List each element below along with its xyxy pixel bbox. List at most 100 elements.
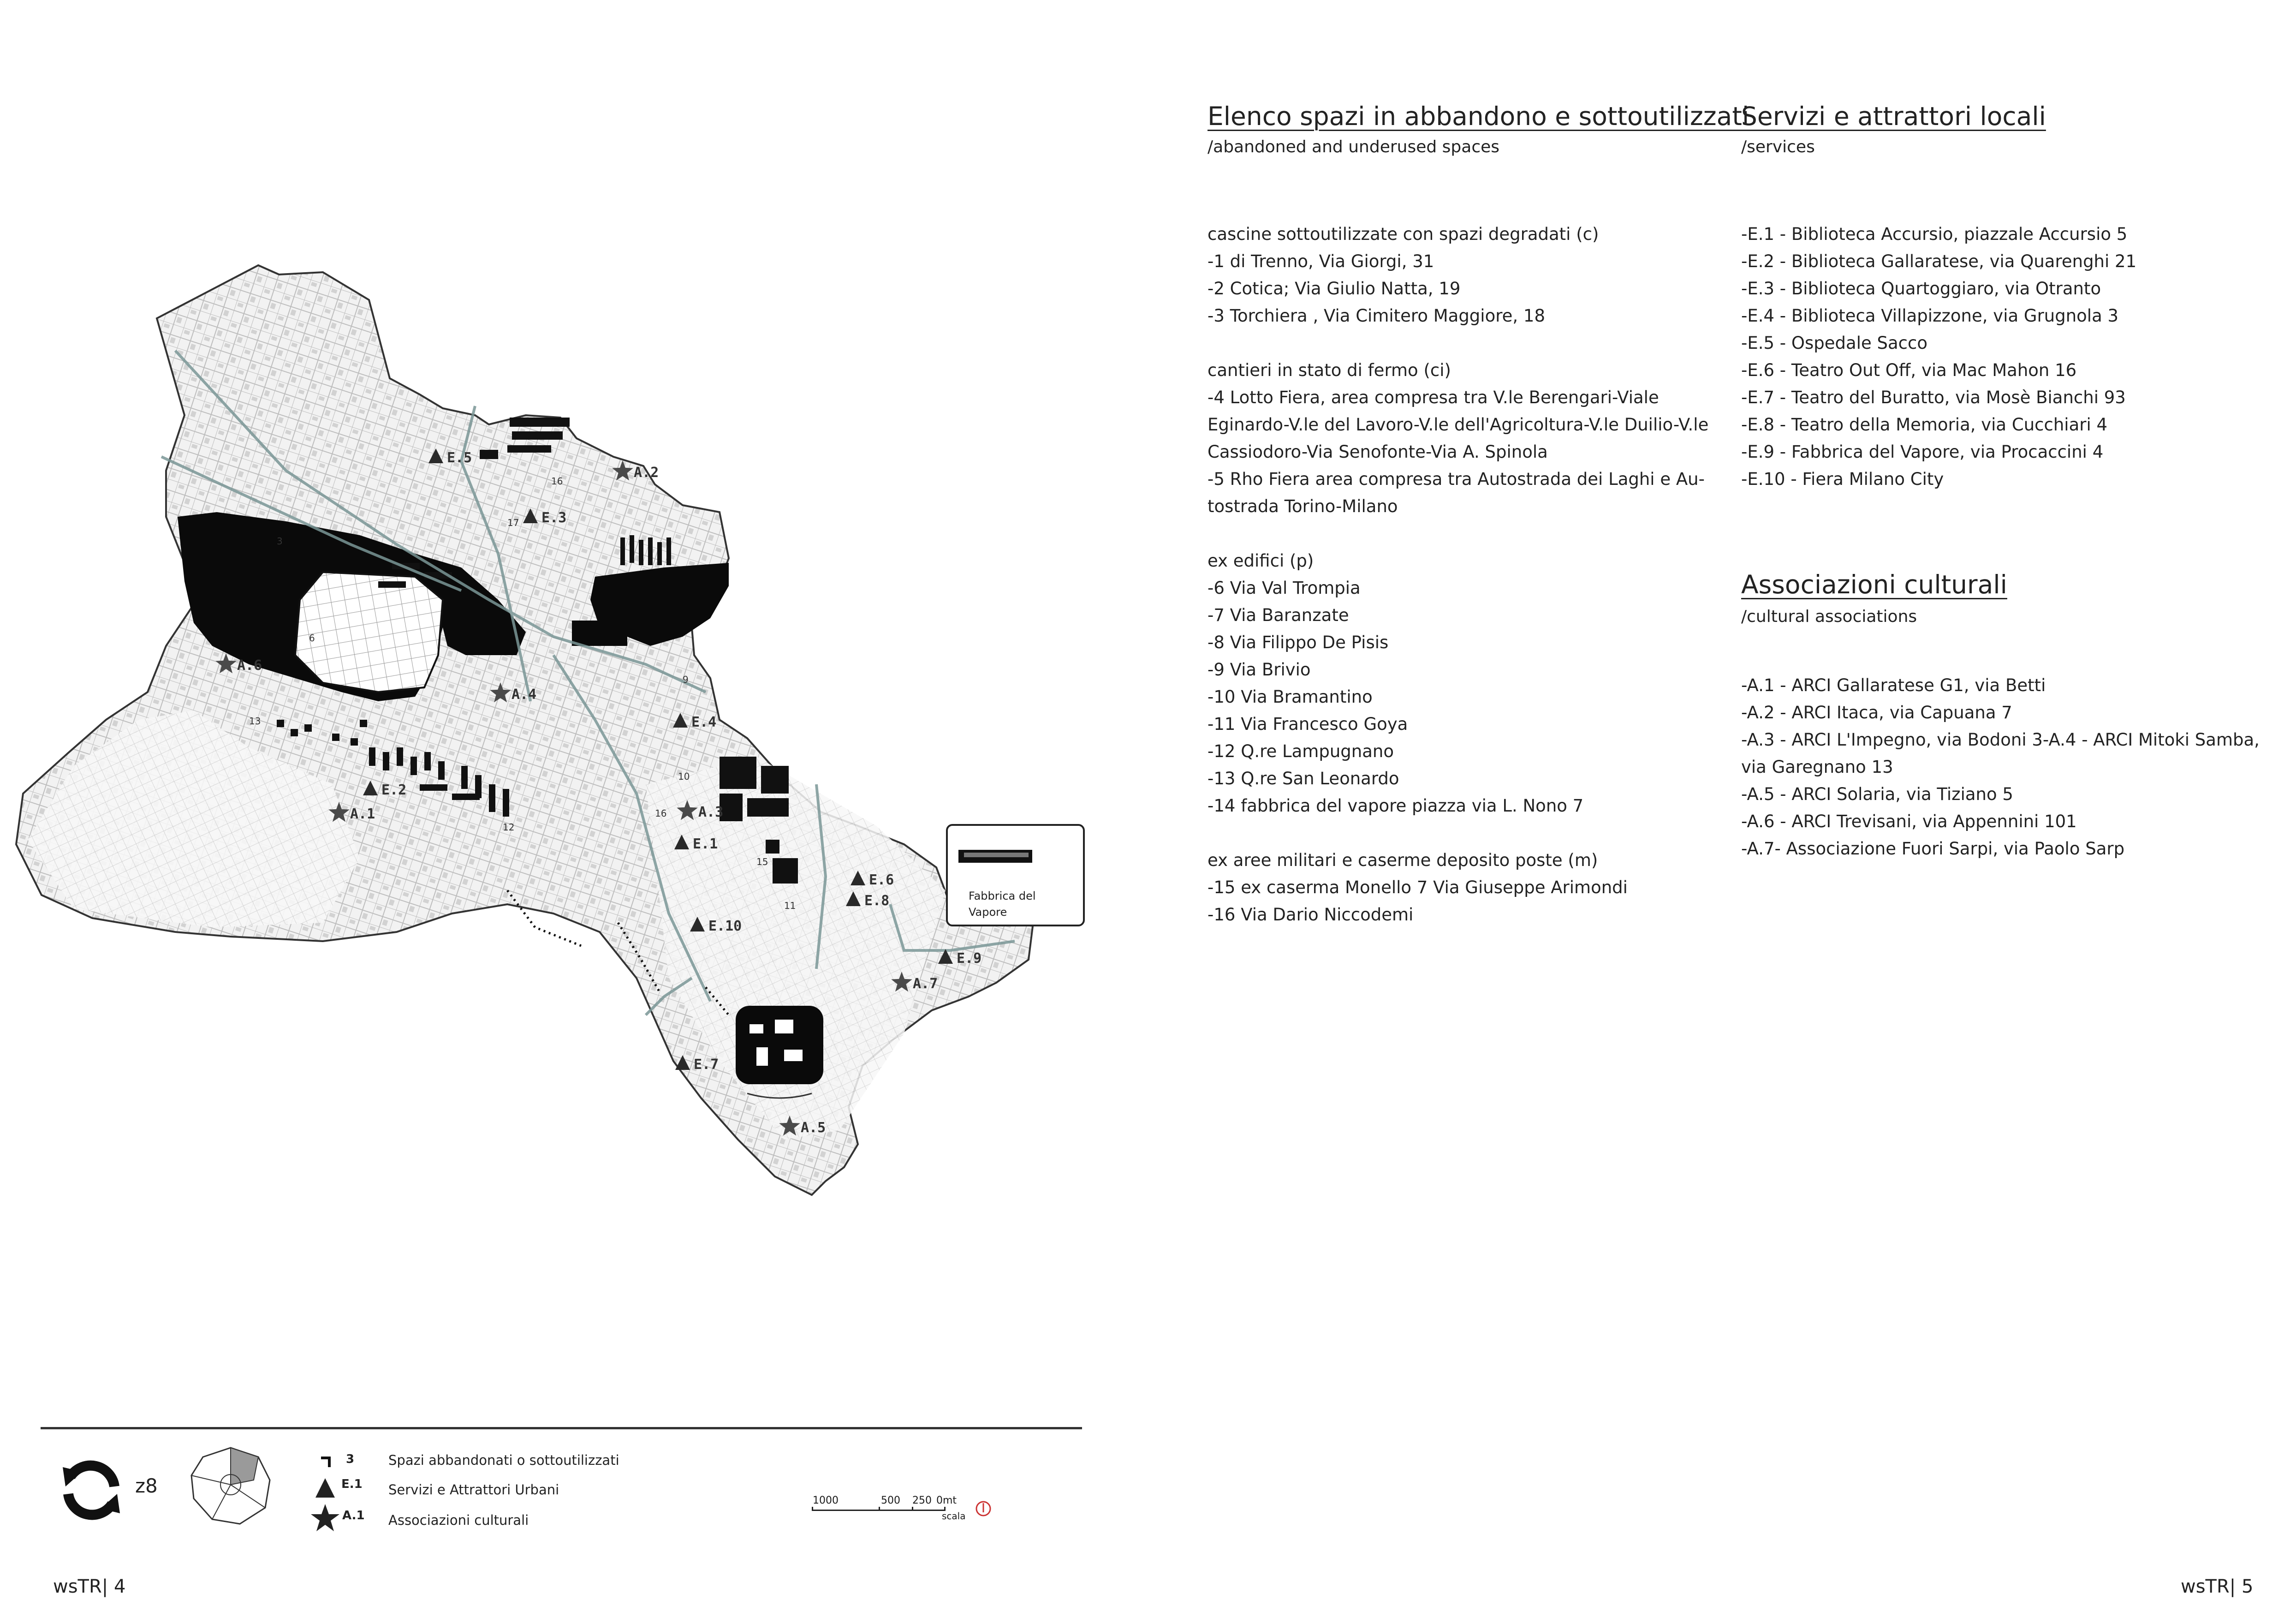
list-line: -8 Via Filippo De Pisis <box>1207 633 1389 652</box>
refresh-icon <box>63 1460 120 1520</box>
marker-label-e6: E.6 <box>869 872 894 888</box>
railway-lines <box>161 349 1015 1016</box>
svg-text:12: 12 <box>503 822 514 833</box>
marker-label-e10: E.10 <box>708 918 742 934</box>
service-marker-e6[interactable] <box>851 871 865 885</box>
scale-tick-250: 250 <box>912 1495 932 1506</box>
service-marker-e1[interactable] <box>674 835 689 849</box>
list-line: -E.2 - Biblioteca Gallaratese, via Quare… <box>1741 251 2137 271</box>
marker-label-e1: E.1 <box>693 836 718 852</box>
list-spacer <box>1207 520 1708 547</box>
svg-text:15: 15 <box>756 856 768 867</box>
list-line: -13 Q.re San Leonardo <box>1207 769 1399 788</box>
marker-label-a5: A.5 <box>801 1120 826 1136</box>
list-line: -6 Via Val Trompia <box>1207 578 1361 598</box>
service-marker-e8[interactable] <box>846 891 861 906</box>
svg-text:6: 6 <box>309 633 315 644</box>
service-marker-e4[interactable] <box>673 713 688 728</box>
list-line: -A.5 - ARCI Solaria, via Tiziano 5 <box>1741 784 2013 804</box>
list-line: -7 Via Baranzate <box>1207 605 1349 625</box>
association-marker-a1[interactable] <box>328 802 350 822</box>
legend-code-associations: A.1 <box>342 1509 365 1522</box>
marker-label-e9: E.9 <box>957 950 981 967</box>
list-line: cantieri in stato di fermo (ci) <box>1207 360 1451 380</box>
service-marker-e9[interactable] <box>938 949 953 964</box>
svg-text:11: 11 <box>784 900 796 911</box>
list-line: -E.5 - Ospedale Sacco <box>1741 333 1928 353</box>
svg-text:3: 3 <box>277 536 283 547</box>
association-marker-a7[interactable] <box>891 972 912 992</box>
abandoned-space-symbol <box>321 1457 331 1467</box>
list-line: -12 Q.re Lampugnano <box>1207 741 1394 761</box>
legend-label-associations: Associazioni culturali <box>388 1512 529 1528</box>
services-list: -E.1 - Biblioteca Accursio, piazzale Acc… <box>1741 221 2136 493</box>
list-line: tostrada Torino-Milano <box>1207 496 1398 516</box>
services-title: Servizi e attrattori locali <box>1741 102 2046 131</box>
list-spacer <box>1207 329 1708 357</box>
list-line: ex aree militari e caserme deposito post… <box>1207 850 1598 870</box>
list-line: -9 Via Brivio <box>1207 660 1311 680</box>
association-marker-a4[interactable] <box>490 682 511 703</box>
list-line: -E.4 - Biblioteca Villapizzone, via Grug… <box>1741 306 2119 326</box>
legend-label-services: Servizi e Attrattori Urbani <box>388 1482 559 1498</box>
list-line: -3 Torchiera , Via Cimitero Maggiore, 18 <box>1207 306 1545 326</box>
marker-label-e2: E.2 <box>381 782 406 798</box>
service-marker-e10[interactable] <box>690 917 705 931</box>
list-line: -15 ex caserma Monello 7 Via Giuseppe Ar… <box>1207 878 1628 897</box>
marker-label-a3: A.3 <box>698 804 723 820</box>
marker-label-a6: A.6 <box>237 657 262 674</box>
abandoned-spaces-subtitle: /abandoned and underused spaces <box>1207 137 1500 156</box>
association-marker-a2[interactable] <box>612 460 633 481</box>
list-line: -1 di Trenno, Via Giorgi, 31 <box>1207 251 1434 271</box>
legend-divider <box>41 1427 1082 1429</box>
svg-text:17: 17 <box>507 517 519 528</box>
marker-label-e5: E.5 <box>447 450 472 466</box>
legend-label-abandoned: Spazi abbandonati o sottoutilizzati <box>388 1452 619 1468</box>
list-line: -E.8 - Teatro della Memoria, via Cucchia… <box>1741 415 2108 435</box>
service-marker-e5[interactable] <box>428 448 443 463</box>
map-markers: E.1E.2E.3E.4E.5E.6E.7E.8E.9E.10A.1A.2A.3… <box>215 448 981 1136</box>
marker-label-a7: A.7 <box>913 976 938 992</box>
abandoned-spaces-list: cascine sottoutilizzate con spazi degrad… <box>1207 221 1708 928</box>
svg-text:9: 9 <box>683 674 689 685</box>
list-line: -4 Lotto Fiera, area compresa tra V.le B… <box>1207 388 1659 407</box>
list-line: -E.7 - Teatro del Buratto, via Mosè Bian… <box>1741 388 2126 407</box>
service-marker-e2[interactable] <box>363 781 378 795</box>
association-marker-a3[interactable] <box>677 800 698 820</box>
list-line: cascine sottoutilizzate con spazi degrad… <box>1207 224 1599 244</box>
list-line: ex edifici (p) <box>1207 551 1314 571</box>
abandoned-spaces-title: Elenco spazi in abbandono e sottoutilizz… <box>1207 102 1749 131</box>
list-line: -14 fabbrica del vapore piazza via L. No… <box>1207 796 1584 816</box>
list-line: Cassiodoro-Via Senofonte-Via A. Spinola <box>1207 442 1548 462</box>
list-line: -A.6 - ARCI Trevisani, via Appennini 101 <box>1741 812 2077 831</box>
marker-label-e4: E.4 <box>691 714 716 730</box>
marker-label-a2: A.2 <box>634 465 659 481</box>
list-line: -A.1 - ARCI Gallaratese G1, via Betti <box>1741 675 2046 695</box>
legend-code-abandoned: 3 <box>346 1452 355 1466</box>
association-marker-a5[interactable] <box>779 1116 800 1136</box>
scale-bar: 1000 500 250 0mt scala <box>812 1495 969 1522</box>
marker-label-a4: A.4 <box>512 687 536 703</box>
milan-locator-map <box>190 1447 271 1525</box>
scale-tick-0mt: 0mt <box>936 1495 957 1506</box>
association-marker-a6[interactable] <box>215 653 237 674</box>
list-line: -A.2 - ARCI Itaca, via Capuana 7 <box>1741 703 2012 722</box>
list-line: -11 Via Francesco Goya <box>1207 714 1408 734</box>
service-marker-e3[interactable] <box>523 508 538 523</box>
list-line: -A.3 - ARCI L'Impegno, via Bodoni 3-A.4 … <box>1741 730 2260 750</box>
list-line: -2 Cotica; Via Giulio Natta, 19 <box>1207 279 1461 299</box>
zone-label: z8 <box>135 1475 158 1497</box>
scale-tick-1000: 1000 <box>813 1495 839 1506</box>
list-spacer <box>1207 819 1708 847</box>
service-marker-e7[interactable] <box>675 1055 690 1070</box>
building-clusters <box>277 418 798 884</box>
scale-tick-500: 500 <box>881 1495 900 1506</box>
list-line: -A.7- Associazione Fuori Sarpi, via Paol… <box>1741 839 2125 859</box>
services-subtitle: /services <box>1741 137 1815 156</box>
svg-text:10: 10 <box>678 771 690 782</box>
service-triangle-icon <box>315 1478 335 1498</box>
legend-code-services: E.1 <box>341 1477 363 1491</box>
